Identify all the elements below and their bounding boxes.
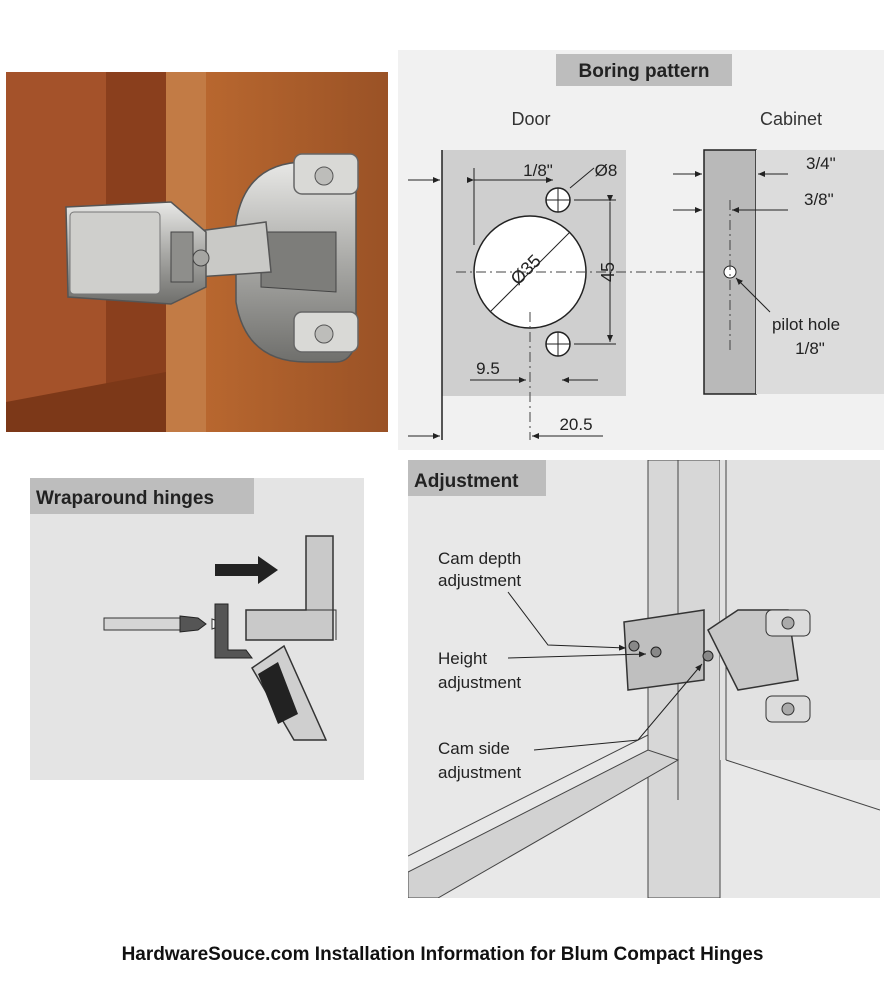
pilot-hole-size-label: 1/8" xyxy=(795,339,825,358)
height-label: Height xyxy=(438,649,487,668)
height-label-2: adjustment xyxy=(438,673,521,692)
wraparound-title-box xyxy=(30,478,254,514)
boring-title: Boring pattern xyxy=(579,61,710,82)
cabinet-panel xyxy=(703,149,757,395)
boring-title-box xyxy=(556,54,732,86)
hinge-photo xyxy=(6,72,388,432)
page-caption: HardwareSouce.com Installation Informati… xyxy=(121,944,764,965)
dim-three-quarter-label: 3/4" xyxy=(806,154,836,173)
dim-20-5-label: 20.5 xyxy=(559,415,592,434)
wraparound-hinges-diagram: Wraparound hinges xyxy=(30,478,364,780)
adjustment-diagram: Adjustment Cam depth adjustment Height a… xyxy=(408,460,880,898)
pilot-hole-label: pilot hole xyxy=(772,315,840,334)
cam-depth-label-2: adjustment xyxy=(438,571,521,590)
cam-side-label-2: adjustment xyxy=(438,763,521,782)
screwdriver-handle xyxy=(103,617,181,631)
adjustment-title: Adjustment xyxy=(414,471,519,492)
dim-9-5-label: 9.5 xyxy=(476,359,500,378)
cam-depth-label: Cam depth xyxy=(438,549,521,568)
boring-pattern-diagram: Boring pattern Door Cabinet Ø35 1/8" Ø8 … xyxy=(398,50,884,450)
dim-three-eighth-label: 3/8" xyxy=(804,190,834,209)
direction-arrow xyxy=(215,556,278,584)
wraparound-title: Wraparound hinges xyxy=(36,488,214,509)
door-label: Door xyxy=(511,109,550,129)
dim-eighth-label: 1/8" xyxy=(523,161,553,180)
dim-spacing-label: 45 xyxy=(598,262,618,282)
cam-side-label: Cam side xyxy=(438,739,510,758)
cabinet-label: Cabinet xyxy=(760,109,822,129)
dim-hole-dia-label: Ø8 xyxy=(595,161,618,180)
adjustment-title-box xyxy=(408,460,546,496)
